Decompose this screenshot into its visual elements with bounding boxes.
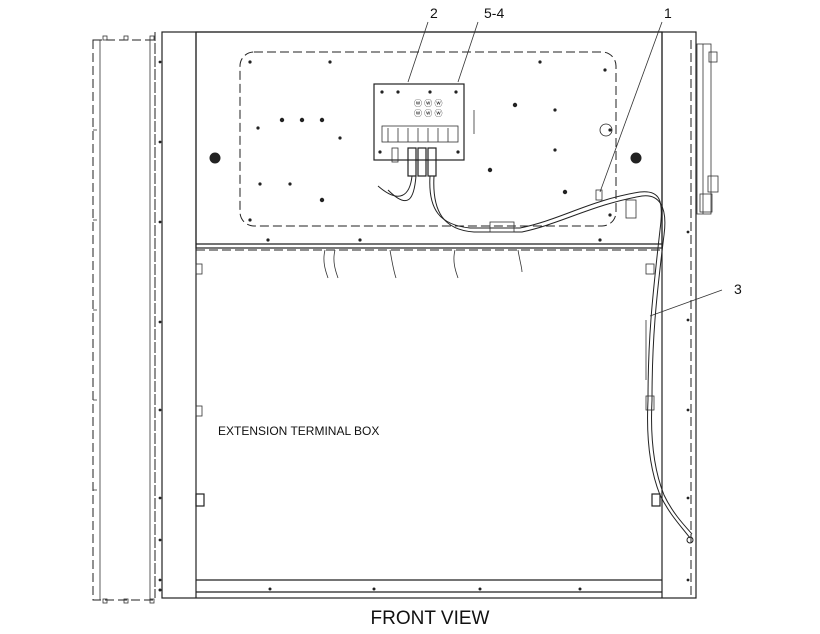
extension-terminal-box: EXTENSION TERMINAL BOX	[158, 249, 662, 593]
box-label: EXTENSION TERMINAL BOX	[218, 424, 379, 438]
callout-2: 2	[430, 5, 438, 21]
svg-text:ⓦ ⓦ ⓦ: ⓦ ⓦ ⓦ	[414, 109, 442, 118]
right-side-bracket	[696, 43, 719, 215]
svg-text:ⓦ ⓦ ⓦ: ⓦ ⓦ ⓦ	[414, 99, 442, 108]
callout-leaders	[407, 21, 723, 317]
view-title: FRONT VIEW	[371, 608, 490, 629]
mounting-plate	[195, 31, 663, 249]
callout-1: 1	[664, 5, 672, 21]
callout-3: 3	[734, 281, 742, 297]
callout-5-4: 5-4	[484, 5, 504, 21]
terminal-block: ⓦ ⓦ ⓦ ⓦ ⓦ ⓦ	[373, 83, 465, 177]
wiring-harness	[377, 175, 694, 544]
left-door-panel	[92, 35, 156, 604]
